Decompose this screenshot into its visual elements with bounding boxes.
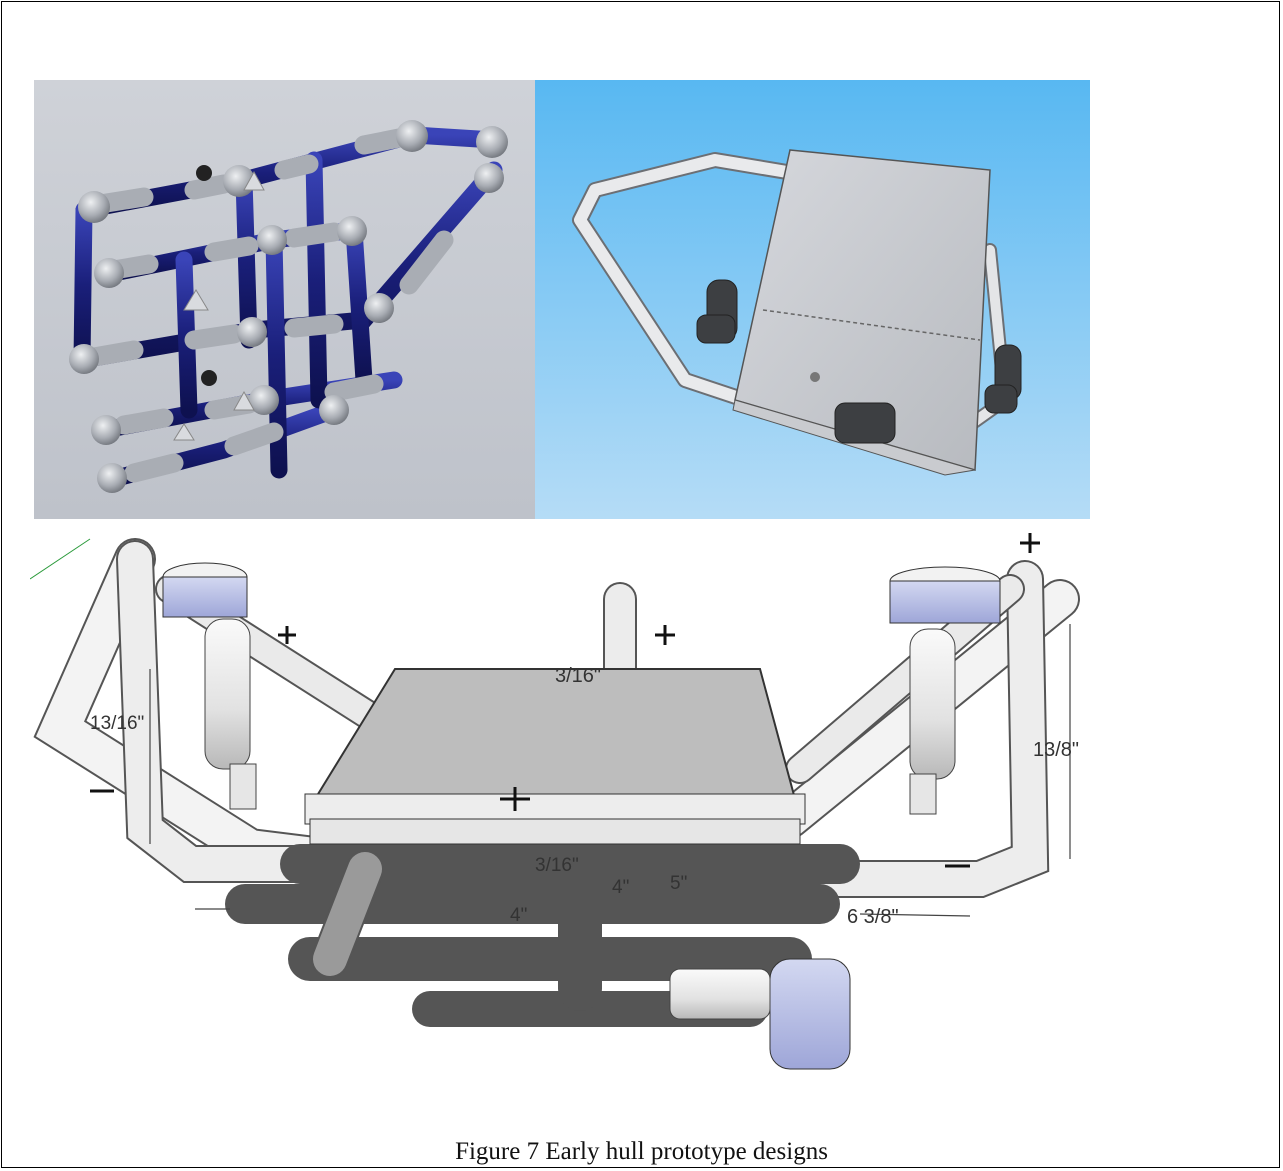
dim-top-center: 3/16": [555, 665, 601, 687]
dim-middle-b: 4": [612, 877, 629, 898]
dim-middle-c: 5": [670, 873, 687, 894]
frame-render-box: [535, 80, 1090, 519]
dim-middle-a: 3/16": [535, 855, 579, 876]
dim-left-height: 13/16": [90, 713, 144, 734]
dimensioned-hull-drawing-svg: 3/16" 13/16" 13/8" 3/16" 4" 5" 4" 6 3/8": [30, 533, 1080, 1070]
dim-right-span: 6 3/8": [847, 906, 899, 928]
figure-caption: Figure 7 Early hull prototype designs: [455, 1138, 828, 1165]
frame-render-blue: [34, 80, 535, 519]
dim-middle-d: 4": [510, 905, 527, 926]
dim-right-height: 13/8": [1033, 739, 1079, 761]
frame-render-blue-svg: [34, 80, 535, 519]
dimensioned-hull-drawing: 3/16" 13/16" 13/8" 3/16" 4" 5" 4" 6 3/8": [30, 519, 1100, 1089]
frame-render-box-svg: [535, 80, 1090, 519]
